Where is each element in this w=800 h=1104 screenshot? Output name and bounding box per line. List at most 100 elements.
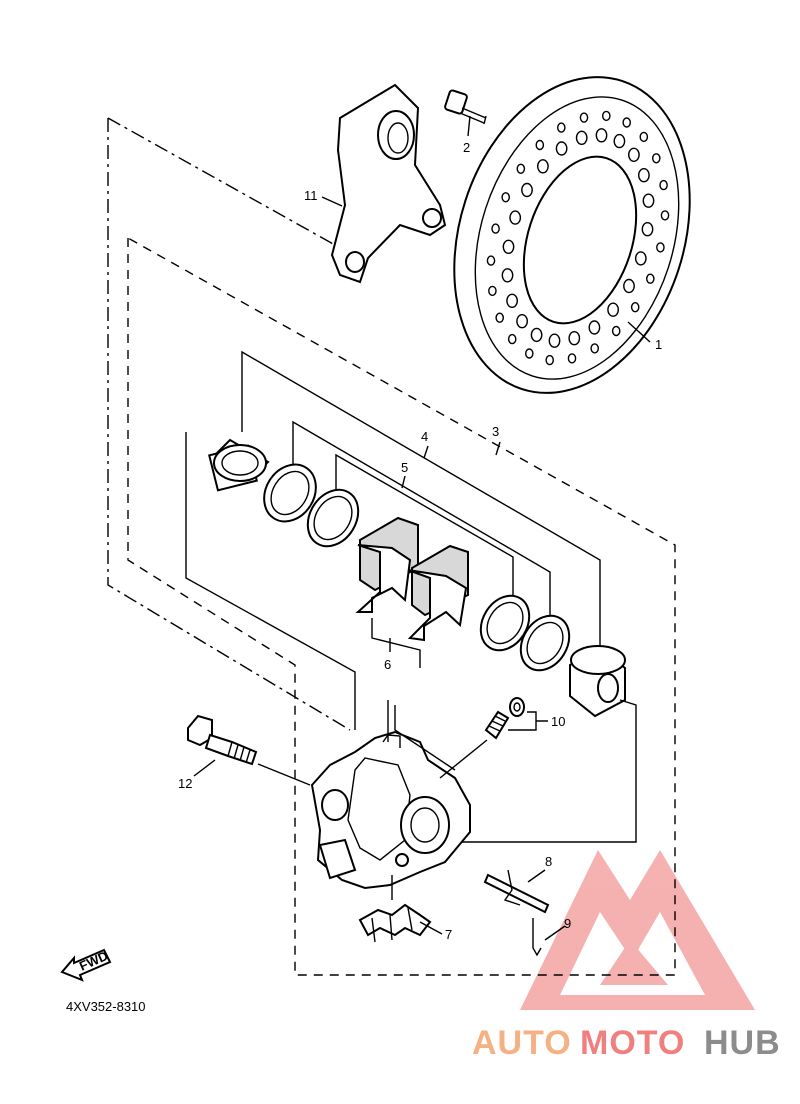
brake-pad-left — [355, 516, 419, 613]
disc-hole — [628, 147, 640, 163]
disc-hole — [660, 210, 670, 221]
disc-hole — [611, 325, 621, 337]
disc-hole — [567, 353, 577, 364]
caliper-leader-lines — [387, 700, 488, 900]
disc-hole — [607, 302, 619, 317]
watermark-hub: HUB — [704, 1024, 781, 1062]
disc-hole — [622, 117, 632, 128]
disc-hole — [652, 153, 661, 164]
disc-hole — [656, 242, 665, 253]
disc-hole — [501, 192, 511, 203]
callout-7: 7 — [445, 927, 452, 942]
callout-2: 2 — [463, 140, 470, 155]
callout-5: 5 — [401, 460, 408, 475]
leader-1 — [627, 321, 651, 343]
pad-spring — [358, 903, 432, 943]
disc-hole — [641, 221, 654, 237]
watermark-moto: MOTO — [580, 1024, 685, 1062]
disc-hole — [575, 130, 588, 146]
caliper-bracket — [330, 83, 447, 284]
disc-hole — [630, 302, 640, 313]
leader-12 — [193, 759, 216, 777]
disc-hole — [646, 273, 655, 284]
leader-5 — [401, 475, 406, 489]
disc-hole — [506, 293, 518, 308]
leader-4 — [423, 445, 429, 459]
bleeder-cap — [509, 697, 525, 717]
disc-hole — [595, 128, 608, 143]
disc-hole — [638, 167, 650, 183]
bolt-leader — [257, 763, 311, 786]
callout-12: 12 — [178, 776, 192, 791]
disc-hole — [555, 141, 568, 156]
leader-8 — [527, 869, 546, 883]
leader-7 — [419, 921, 443, 935]
group-bracket-left — [185, 432, 356, 730]
watermark-text: AUTO MOTO HUB — [472, 1024, 781, 1062]
callout-11: 11 — [304, 188, 318, 203]
disc-hole — [495, 312, 505, 323]
caliper-assembly-outline — [127, 237, 676, 976]
disc-hole — [486, 255, 496, 266]
callout-10: 10 — [551, 714, 565, 729]
disc-hole — [639, 131, 649, 143]
disc-hole — [642, 193, 655, 208]
leader-11 — [321, 196, 343, 207]
disc-bolt — [444, 89, 487, 125]
callout-10-bracket — [508, 711, 548, 731]
disc-hole — [545, 354, 555, 366]
disc-hole — [516, 314, 528, 329]
piston-left — [208, 438, 270, 492]
disc-hole — [530, 327, 543, 343]
callout-3: 3 — [492, 424, 499, 439]
leader-3 — [495, 441, 501, 456]
group-bracket-4 — [241, 350, 601, 650]
brake-pad-right — [407, 544, 469, 642]
disc-hole — [613, 133, 626, 149]
watermark-logo — [520, 850, 755, 1010]
callout-1: 1 — [655, 337, 662, 352]
disc-hole — [568, 331, 581, 346]
callout-9: 9 — [564, 916, 571, 931]
disc-hole — [535, 139, 545, 151]
pad-pin-clip — [532, 918, 542, 957]
disc-hole — [537, 159, 549, 174]
caliper-body — [310, 730, 471, 890]
callout-8: 8 — [545, 854, 552, 869]
pad-pin — [483, 869, 550, 914]
piston-right-leader — [455, 699, 637, 843]
brake-disc-holes — [486, 110, 670, 366]
drawing-code: 4XV352-8310 — [66, 999, 146, 1014]
disc-hole — [548, 333, 561, 348]
disc-hole — [507, 333, 517, 345]
leader-9 — [544, 925, 566, 941]
disc-hole — [634, 251, 647, 266]
disc-hole — [491, 223, 500, 234]
disc-hole — [579, 112, 589, 123]
disc-hole — [557, 122, 566, 133]
disc-hole — [623, 278, 635, 294]
group-bracket-seal2 — [335, 453, 514, 598]
watermark-auto: AUTO — [472, 1024, 572, 1062]
piston-seal-right-b — [519, 614, 571, 672]
leader-2 — [467, 115, 471, 137]
fwd-arrow-icon: FWD — [60, 948, 112, 982]
piston-right — [569, 645, 626, 718]
disc-hole — [525, 348, 534, 359]
disc-hole — [588, 320, 601, 335]
disc-hole — [521, 182, 533, 198]
disc-hole — [502, 239, 515, 255]
disc-hole — [602, 110, 611, 122]
group-bracket-5 — [292, 420, 551, 624]
caliper-bolt — [187, 714, 258, 766]
disc-hole — [488, 285, 497, 297]
disc-hole — [501, 268, 514, 283]
callout-4: 4 — [421, 429, 428, 444]
disc-hole — [516, 163, 526, 175]
piston-seal-left-b — [306, 488, 360, 548]
disc-hole — [659, 179, 668, 191]
bleeder-screw — [484, 710, 510, 740]
pad-bracket-6 — [371, 618, 421, 668]
assembly-outline-outer — [107, 117, 351, 731]
